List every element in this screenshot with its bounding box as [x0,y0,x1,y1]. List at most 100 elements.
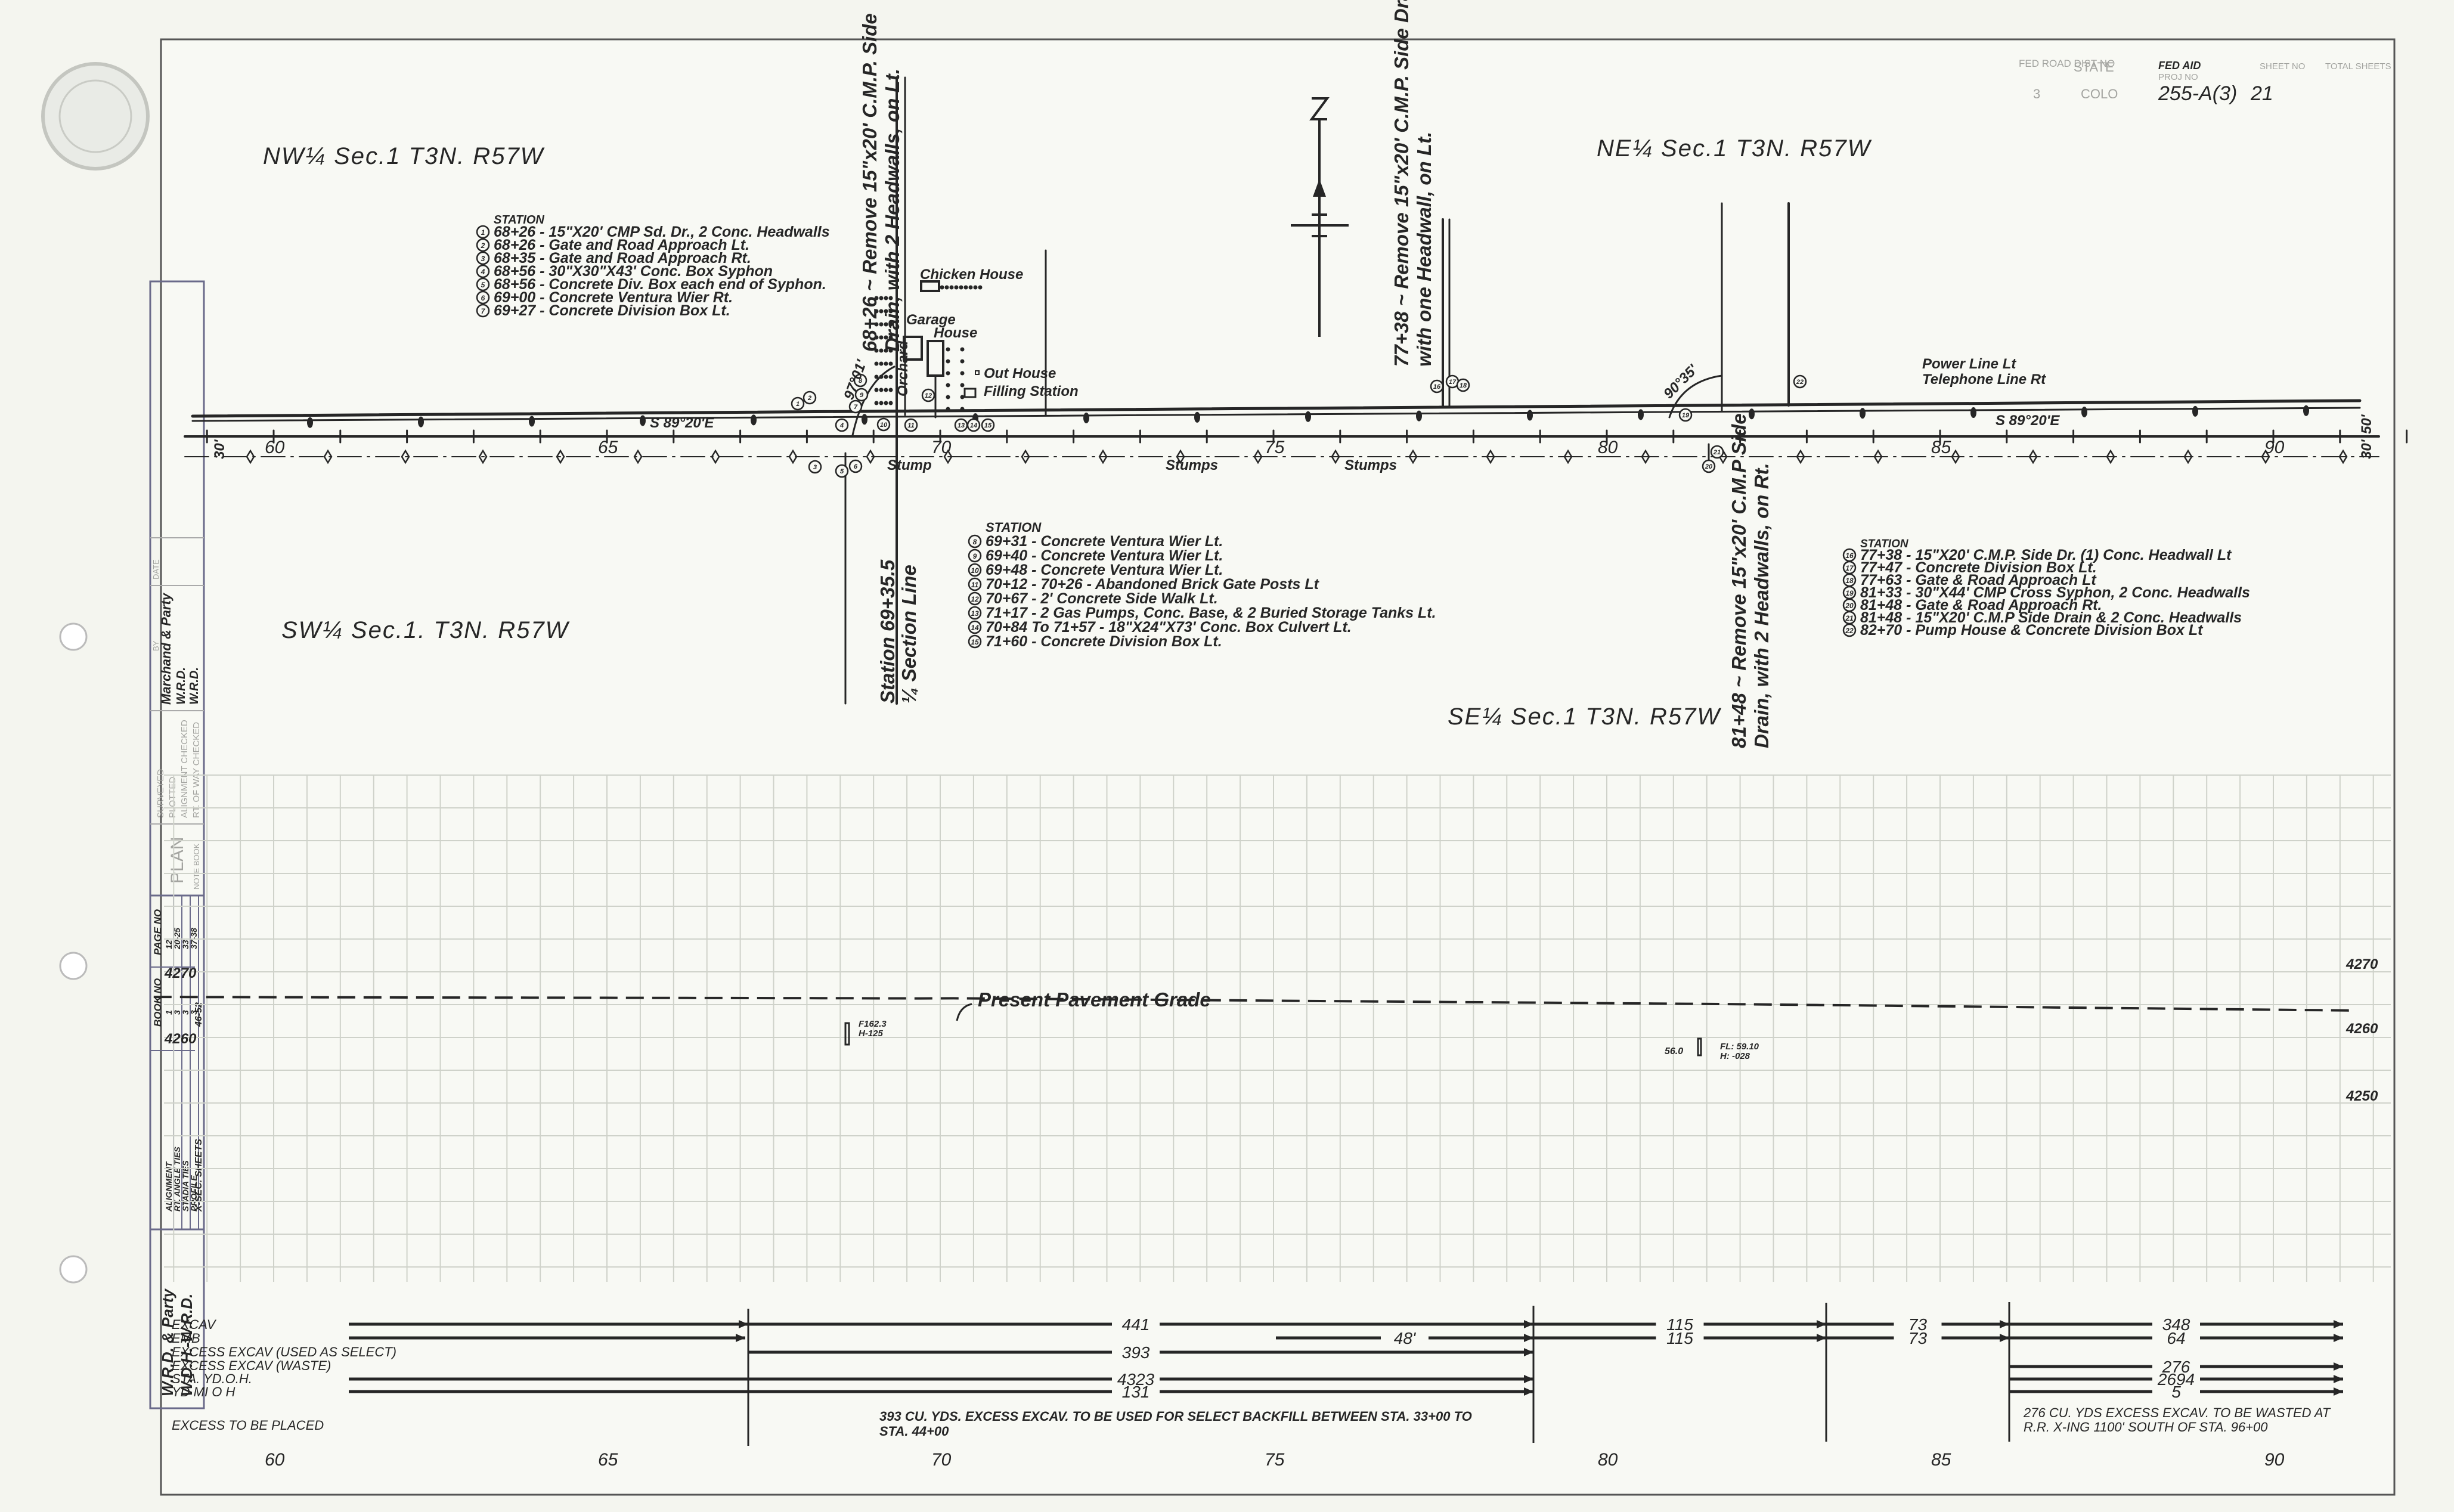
fence-post-icon [556,449,565,464]
earthwork-value: 348 [2162,1315,2190,1334]
legend-number: 9 [973,552,977,560]
utility-pole-icon [529,416,535,427]
tree-icon [884,361,888,366]
tree-icon [879,348,884,353]
callout-number: 19 [1682,412,1690,419]
tree-icon [968,285,973,290]
callout-number: 21 [1713,449,1721,456]
utility-pole-icon [1527,410,1533,421]
earthwork-value: 4323 [1117,1370,1155,1389]
legend-item: 81+33 - 30"X44' CMP Cross Syphon, 2 Conc… [1860,584,2250,601]
profile-grid [164,774,2391,1282]
tree-icon [944,285,949,290]
earthwork-value: 73 [1908,1329,1928,1347]
tree-icon [888,296,893,300]
arrowhead-icon [1524,1334,1533,1342]
tree-icon [874,335,879,340]
ew-row-label-select: EXCESS EXCAV (USED AS SELECT) [172,1344,396,1359]
benchmark-icon [1697,1037,1702,1056]
party-2: W.D.H.-W.R.D. [178,1294,196,1396]
utility-pole-icon [1194,411,1200,423]
bm2-line2: H: -028 [1720,1051,1750,1061]
legend-item: 69+40 - Concrete Ventura Wier Lt. [986,547,1223,564]
legend-header: STATION [986,520,1042,535]
fence-post-icon [401,449,410,464]
legend-number: 10 [971,566,979,575]
legend-item: 68+56 - Concrete Div. Box each end of Sy… [494,276,826,293]
side-title-strip: W.R.D. & Party W.D.H.-W.R.D. BOOK NOPAGE… [149,280,205,1409]
legend-number: 17 [1845,564,1854,572]
proj-no: 255-A(3) [2158,82,2237,105]
legend-item: 77+38 - 15"X20' C.M.P. Side Dr. (1) Conc… [1860,547,2232,563]
state-label: STATE [2074,60,2114,75]
callout-circle-icon [904,418,918,432]
book-no: 1 [164,1010,173,1015]
page-no: 33 [181,940,190,949]
plan-station-number: 80 [1598,438,1618,457]
earthwork-value: 131 [1122,1383,1150,1401]
pavement-edge-north-inner [191,407,2361,422]
arrowhead-icon [2334,1375,2343,1383]
callout-circle-icon [968,634,982,649]
fence-post-icon [943,449,953,464]
callout-circle-icon [476,264,490,278]
utility-pole-icon [1083,412,1089,423]
received-stamp-icon [41,62,150,171]
tree-icon [960,395,965,399]
callout-circle-icon [808,460,822,474]
tree-icon [960,371,965,376]
proj-no-label: PROJ NO [2158,72,2198,82]
drain-note-7738-line2: with one Headwall, on Lt. [1413,132,1435,367]
callout-circle-icon [968,534,982,549]
utility-pole-icon [1970,407,1976,419]
legend-number: 18 [1845,577,1854,585]
utility-pole-icon [1638,409,1644,420]
ew-note-1-line1: 393 CU. YDS. EXCESS EXCAV. TO BE USED FO… [879,1409,1472,1424]
tree-icon [888,335,893,340]
sheet-no: 21 [2250,82,2273,105]
legend-number: 1 [481,228,485,237]
legend-number: 22 [1845,627,1854,635]
legend-number: 8 [973,538,977,546]
callout-number: 16 [1433,383,1441,391]
alignment-checked-label: ALIGNMENT CHECKED [179,720,190,818]
punch-hole [59,952,88,980]
arrowhead-icon [736,1334,745,1342]
book-no: 3 [172,1010,182,1015]
chicken-house-label: Chicken House [920,267,1023,283]
fence-post-icon [788,449,798,464]
callout-number: 8 [859,377,863,385]
drain-note-8148-line2: Drain, with 2 Headwalls, on Rt. [1750,463,1773,748]
stump-label: Stump [887,457,932,473]
callout-circle-icon [968,620,982,634]
legend-number: 13 [971,609,979,618]
tree-icon [960,407,965,411]
orchard-trees [874,285,983,411]
tree-icon [879,309,884,314]
earthwork-station-number: 85 [1931,1450,1951,1470]
ew-row-label-yd-mi-oh: YD MI O H [172,1384,235,1399]
fence-post-icon [1641,449,1650,464]
fed-aid-label: FED AID [2158,60,2201,72]
callout-circle-icon [876,417,891,432]
arrowhead-icon [1524,1320,1533,1328]
arrowhead-icon [1817,1334,1826,1342]
tree-icon [879,374,884,379]
earthwork-value: 441 [1122,1315,1150,1334]
bearing-label-1: S 89°20'E [650,415,714,431]
tree-icon [888,388,893,392]
callout-circle-icon [476,225,490,239]
tree-icon [946,395,950,399]
tree-icon [874,296,879,300]
legend-number: 21 [1845,614,1854,622]
fence-post-icon [633,449,643,464]
tree-icon [879,401,884,405]
callout-number: 13 [958,422,965,429]
earthwork-value: 276 [2162,1358,2190,1376]
tree-icon [888,361,893,366]
arrowhead-icon [739,1320,748,1328]
legend-item: 77+47 - Concrete Division Box Lt. [1860,559,2097,576]
fence-post-icon [2183,449,2193,464]
fence-post-icon [1951,449,1960,464]
